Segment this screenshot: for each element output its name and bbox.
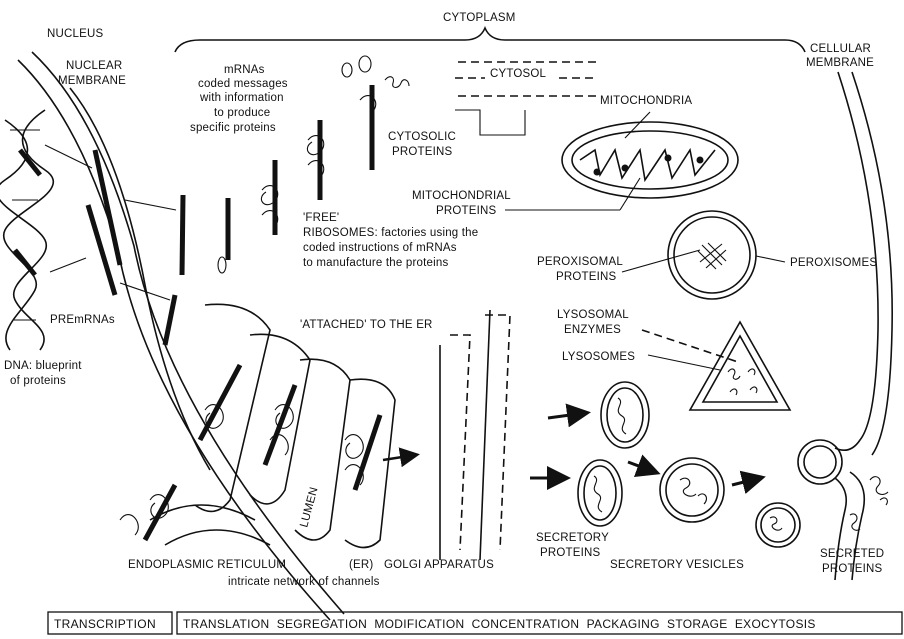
label-nucleus: NUCLEUS: [47, 28, 103, 40]
label-cytosol: CYTOSOL: [490, 68, 547, 80]
label-mrnas-2: coded messages: [198, 78, 288, 90]
lysosome: [642, 322, 790, 410]
label-secretory-proteins-2: PROTEINS: [540, 547, 601, 559]
label-dna-1: DNA: blueprint: [4, 360, 82, 372]
label-mrnas-1: mRNAs: [224, 64, 265, 76]
label-nuclear-membrane-2: MEMBRANE: [58, 75, 126, 87]
label-secretory-proteins-1: SECRETORY: [536, 532, 609, 544]
secretory-vesicles: [578, 382, 800, 547]
label-secretory-vesicles: SECRETORY VESICLES: [610, 559, 744, 571]
label-mrnas-5: specific proteins: [190, 122, 276, 134]
label-peroxisomal-1: PEROXISOMAL: [537, 256, 623, 268]
label-cytosolic-2: PROTEINS: [392, 146, 453, 158]
dna-helix: [0, 110, 53, 350]
label-lumen: LUMEN: [298, 486, 320, 529]
label-lysosomal-1: LYSOSOMAL: [557, 309, 629, 321]
nuclear-membrane: [18, 52, 344, 620]
label-mrnas-3: with information: [199, 92, 284, 104]
label-er: ENDOPLASMIC RETICULUM: [128, 559, 286, 571]
cellular-membrane: [798, 72, 892, 580]
label-mitochondria: MITOCHONDRIA: [600, 95, 692, 107]
transcription-label: TRANSCRIPTION: [54, 617, 156, 631]
label-mito-proteins-2: PROTEINS: [436, 205, 497, 217]
label-free-ribosomes-2: RIBOSOMES: factories using the: [303, 227, 478, 239]
label-er-sub: intricate network of channels: [228, 576, 380, 588]
label-golgi: GOLGI APPARATUS: [384, 559, 494, 571]
label-peroxisomal-2: PROTEINS: [556, 271, 617, 283]
label-attached-er: 'ATTACHED' TO THE ER: [300, 319, 433, 331]
label-cytosolic-1: CYTOSOLIC: [388, 131, 456, 143]
label-lysosomes: LYSOSOMES: [562, 351, 635, 363]
label-secreted-2: PROTEINS: [822, 563, 883, 575]
process-steps-label: TRANSLATION SEGREGATION MODIFICATION CON…: [183, 617, 816, 631]
label-cellular-membrane-2: MEMBRANE: [806, 57, 874, 69]
label-secreted-1: SECRETED: [820, 548, 884, 560]
process-bar: TRANSCRIPTION TRANSLATION SEGREGATION MO…: [48, 612, 902, 634]
label-free-ribosomes-1: 'FREE': [303, 212, 339, 224]
label-peroxisomes: PEROXISOMES: [790, 257, 877, 269]
mitochondrion: [562, 112, 738, 198]
golgi-apparatus: [440, 310, 510, 560]
label-premrnas: PREmRNAs: [50, 314, 115, 326]
label-cellular-membrane-1: CELLULAR: [810, 43, 871, 55]
label-free-ribosomes-4: to manufacture the proteins: [303, 257, 448, 269]
label-mrnas-4: to produce: [214, 107, 270, 119]
label-cytoplasm: CYTOPLASM: [443, 12, 516, 24]
cytoplasm-brace: [175, 28, 805, 52]
label-mito-proteins-1: MITOCHONDRIAL: [412, 190, 511, 202]
label-free-ribosomes-3: coded instructions of mRNAs: [303, 242, 457, 254]
label-er-abbr: (ER): [349, 559, 373, 571]
label-lysosomal-2: ENZYMES: [564, 324, 621, 336]
label-nuclear-membrane-1: NUCLEAR: [66, 60, 122, 72]
label-dna-2: of proteins: [10, 375, 66, 387]
peroxisome: [622, 211, 785, 299]
labels: NUCLEUS NUCLEAR MEMBRANE CYTOPLASM CELLU…: [4, 12, 884, 588]
